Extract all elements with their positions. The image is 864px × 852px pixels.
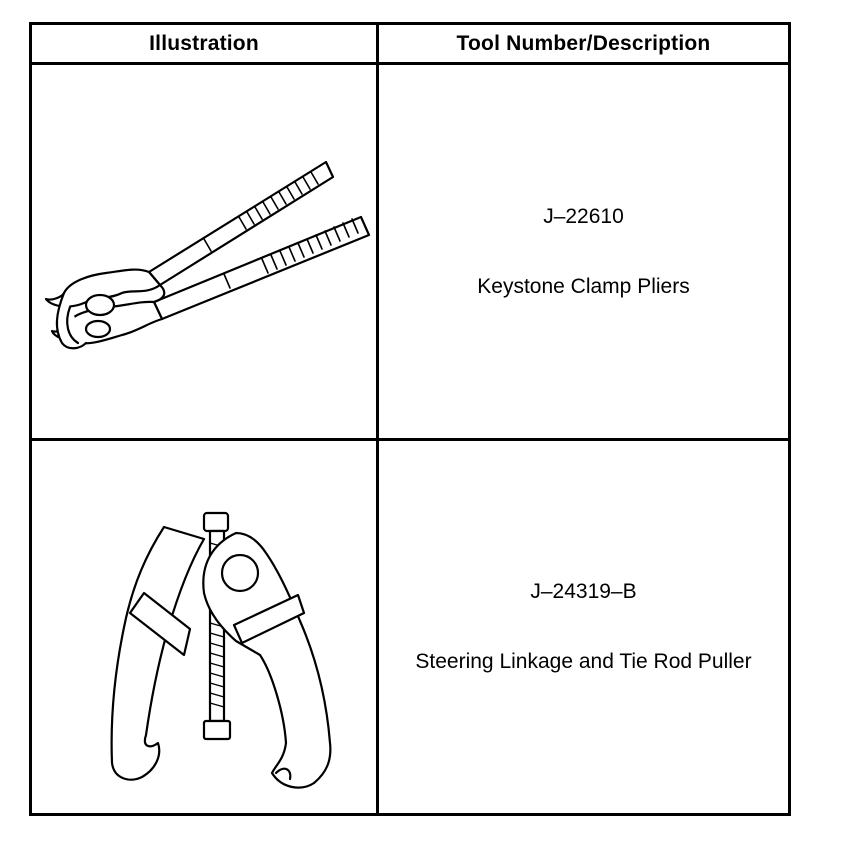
table-row-1-illustration <box>32 65 376 438</box>
tool-description: Keystone Clamp Pliers <box>477 274 690 298</box>
header-description-label: Tool Number/Description <box>456 31 711 55</box>
keystone-clamp-pliers-icon <box>44 160 371 349</box>
tool-number: J–22610 <box>543 204 624 228</box>
row-divider <box>32 438 788 441</box>
tool-table: Illustration Tool Number/Description <box>29 22 791 816</box>
tool-description: Steering Linkage and Tie Rod Puller <box>415 650 752 673</box>
table-row-2-description: J–24319–B Steering Linkage and Tie Rod P… <box>379 441 788 813</box>
tie-rod-puller-icon <box>110 511 332 789</box>
table-row-2-illustration <box>32 441 376 813</box>
header-illustration-label: Illustration <box>149 31 259 55</box>
header-illustration: Illustration <box>32 25 376 62</box>
column-divider <box>376 25 379 813</box>
header-description: Tool Number/Description <box>379 25 788 62</box>
tool-number: J–24319–B <box>530 580 637 603</box>
table-row-1-description: J–22610 Keystone Clamp Pliers <box>379 65 788 438</box>
table-header-row: Illustration Tool Number/Description <box>32 25 788 65</box>
